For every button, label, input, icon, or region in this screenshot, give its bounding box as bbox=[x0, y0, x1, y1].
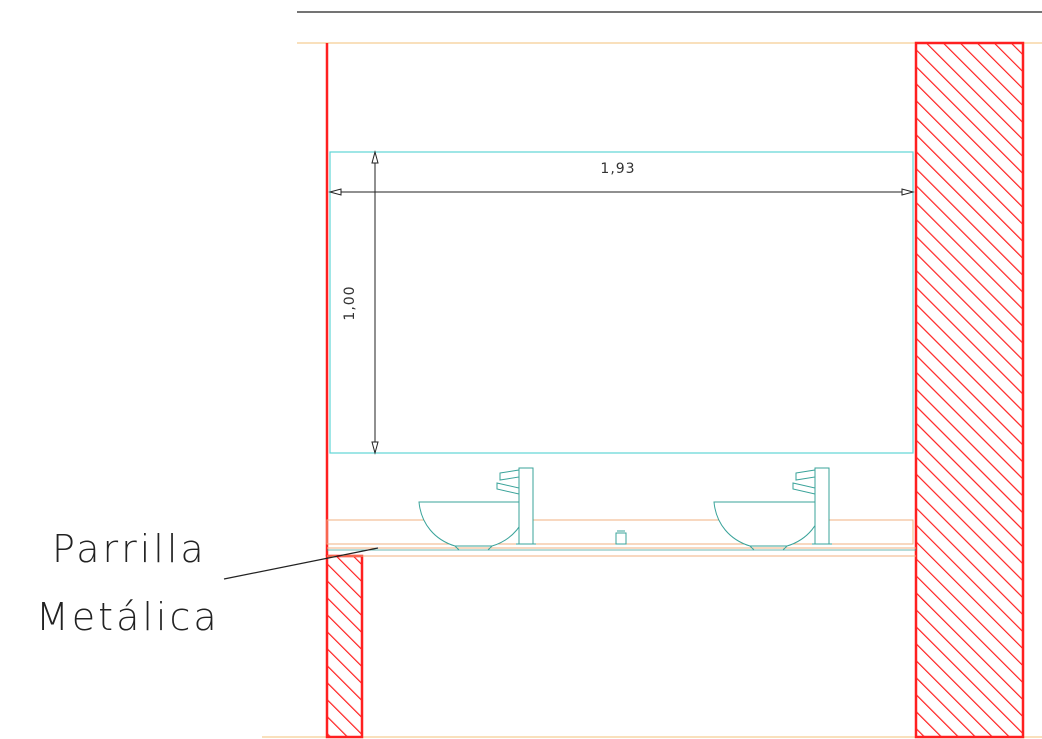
width-dimension-label: 1,93 bbox=[600, 161, 635, 177]
annotation-line-1: Parrilla bbox=[52, 527, 207, 571]
height-dimension: 1,00 bbox=[342, 150, 379, 455]
left-lower-wall-hatched bbox=[325, 554, 364, 739]
height-dimension-label: 1,00 bbox=[342, 285, 358, 320]
left-faucet bbox=[496, 467, 536, 545]
left-basin bbox=[418, 501, 529, 551]
mirror-outline bbox=[329, 151, 914, 454]
right-wall-hatched bbox=[914, 41, 1025, 739]
width-dimension: 1,93 bbox=[328, 161, 915, 196]
soap-dispenser bbox=[615, 530, 627, 545]
right-basin bbox=[713, 501, 824, 551]
annotation-leader-line bbox=[223, 547, 379, 580]
right-faucet bbox=[792, 467, 832, 545]
annotation-line-2: Metálica bbox=[36, 595, 220, 639]
vanity-counter bbox=[326, 519, 916, 557]
